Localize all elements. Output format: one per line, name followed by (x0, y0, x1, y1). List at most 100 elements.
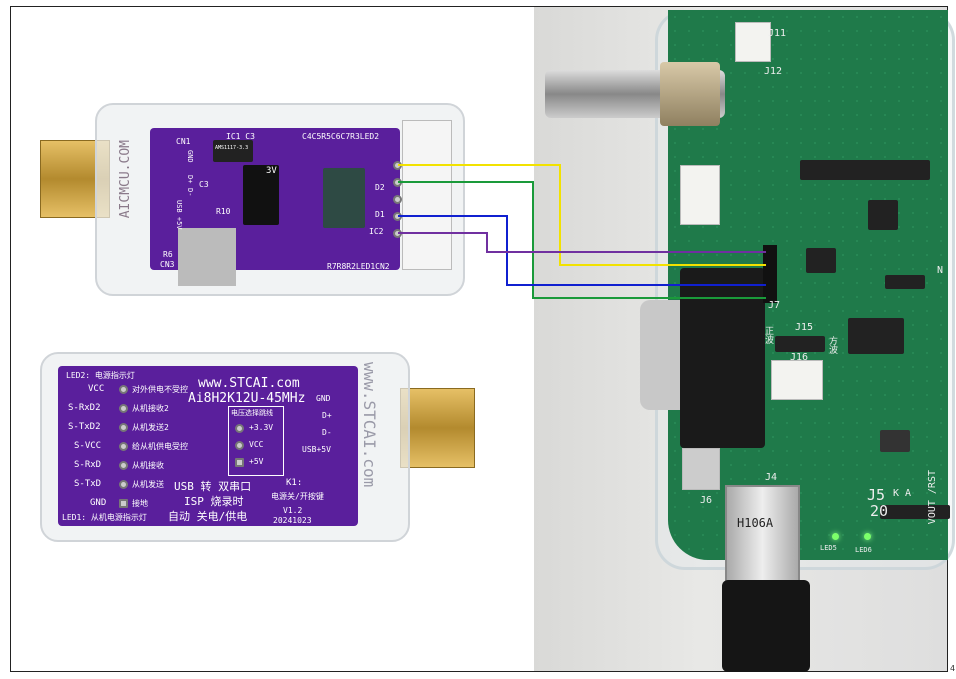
label-j4: J4 (765, 472, 778, 483)
pin-row: S-TxD2 从机发送2 (64, 422, 224, 441)
usb-a-plug-bottom (400, 388, 475, 468)
label-usb5v: USB +5V (175, 200, 183, 230)
pin-name: S-RxD (74, 460, 102, 470)
label-j12: J12 (764, 66, 783, 77)
pin-name: VCC (88, 384, 105, 394)
adapter-pcb-bottom: LED2: 电源指示灯 www.STCAI.com Ai8H2K12U-45MH… (58, 366, 358, 526)
label-j16: J16 (790, 352, 809, 363)
ntc-part (885, 275, 925, 289)
title-line-2: ISP 烧录时 (184, 495, 244, 508)
label-d1: D1 (375, 210, 385, 219)
wire-purple (398, 232, 766, 253)
pin-name: USB+5V (302, 445, 331, 454)
k1-desc: 电源关/开按键 (271, 492, 324, 501)
label-d2: D2 (375, 183, 385, 192)
pin-row: S-VCC 给从机供电受控 (64, 441, 224, 460)
pin-name: D+ (322, 411, 332, 420)
voltage-title: 电压选择跳线 (231, 409, 273, 417)
pin-name: S-VCC (74, 441, 102, 451)
label-j15: J15 (795, 322, 814, 333)
pin-row: VCC 对外供电不受控 (64, 384, 224, 403)
usb-c-port (682, 448, 720, 490)
label-dplus: D+ (186, 175, 194, 184)
label-led2: LED2: 电源指示灯 (66, 371, 135, 380)
label-r10: R10 (216, 207, 231, 216)
j16-connector (771, 360, 823, 400)
j7-header[interactable] (763, 245, 777, 303)
voltage-jumper-box: 电压选择跳线 +3.3V VCC +5V (228, 406, 284, 476)
voltage-opt: +5V (249, 457, 264, 466)
db9-shell (640, 300, 680, 410)
label-ic2: IC2 (369, 227, 384, 236)
board-url: www.STCAI.com (198, 376, 300, 391)
label-20: 20 (870, 502, 889, 520)
label-gnd: GND (186, 150, 194, 163)
white-connector (680, 165, 720, 225)
bnc-connector-base (660, 62, 720, 126)
pin-row: S-RxD 从机接收 (64, 460, 224, 479)
pin-desc: 从机发送 (132, 480, 164, 489)
pin-name: S-RxD2 (68, 403, 101, 413)
ams1117-chip (213, 140, 253, 162)
label-j7: J7 (768, 300, 781, 311)
ic-chip (806, 248, 836, 273)
usb-cable-plug (722, 580, 810, 672)
label-n: N (937, 265, 944, 276)
label-cn1: CN1 (176, 137, 191, 146)
diode (880, 430, 910, 452)
pin-name: GND (90, 498, 107, 508)
label-c3: C3 (199, 180, 209, 189)
pin-name: S-TxD2 (68, 422, 101, 432)
label-3v: 3V (266, 166, 277, 176)
title-line-1: USB 转 双串口 (174, 480, 252, 493)
wire-green (398, 181, 766, 299)
label-ic1c3: IC1 C3 (226, 132, 255, 141)
label-dminus: D- (186, 188, 194, 197)
date: 20241023 (273, 516, 312, 525)
wire-yellow (398, 164, 766, 266)
label-caps: C4C5R5C6C7R3LED2 (302, 132, 380, 141)
label-led1: LED1: 从机电源指示灯 (62, 513, 147, 522)
j12-connector (735, 22, 771, 62)
label-j6: J6 (700, 495, 713, 506)
voltage-opt: VCC (249, 440, 264, 449)
label-led6: LED6 (855, 546, 872, 554)
label-j11: J11 (768, 28, 787, 39)
label-ams: AMS1117-3.3 (215, 145, 249, 151)
cn2-connector (402, 120, 452, 270)
led5 (832, 533, 839, 540)
ic-chip (868, 200, 898, 230)
pin-desc: 从机发送2 (132, 423, 169, 432)
title-line-3: 自动 关电/供电 (168, 510, 248, 523)
label-h106a: H106A (737, 516, 774, 530)
usb-c-port-top (178, 228, 236, 286)
label-cn3: CN3 (160, 260, 175, 269)
page-number: 4 (950, 664, 956, 673)
usb-a-port (725, 485, 800, 595)
pin-desc: 对外供电不受控 (132, 385, 188, 394)
label-led5: LED5 (820, 544, 837, 552)
pin-name: GND (316, 394, 331, 403)
header-strip (800, 160, 930, 180)
label-zhengbo: 正波 (763, 326, 773, 344)
cn2-pin (393, 195, 402, 204)
pin-name: S-TxD (74, 479, 102, 489)
led6 (864, 533, 871, 540)
pin-desc: 从机接收 (132, 461, 164, 470)
k1-label: K1: (286, 478, 303, 488)
pin-row: S-TxD 从机发送 (64, 479, 224, 498)
version: V1.2 (283, 506, 303, 515)
pin-desc: 给从机供电受控 (132, 442, 188, 451)
case-side-url-bottom: www.STCAI.com (360, 362, 379, 488)
wire-blue (398, 215, 766, 286)
label-ka: K A (893, 488, 912, 499)
jumper (243, 165, 279, 225)
label-r6: R6 (163, 250, 173, 259)
pin-name: D- (322, 428, 332, 437)
board-model: Ai8H2K12U-45MHz (188, 391, 306, 406)
ic2-chip (323, 168, 365, 228)
